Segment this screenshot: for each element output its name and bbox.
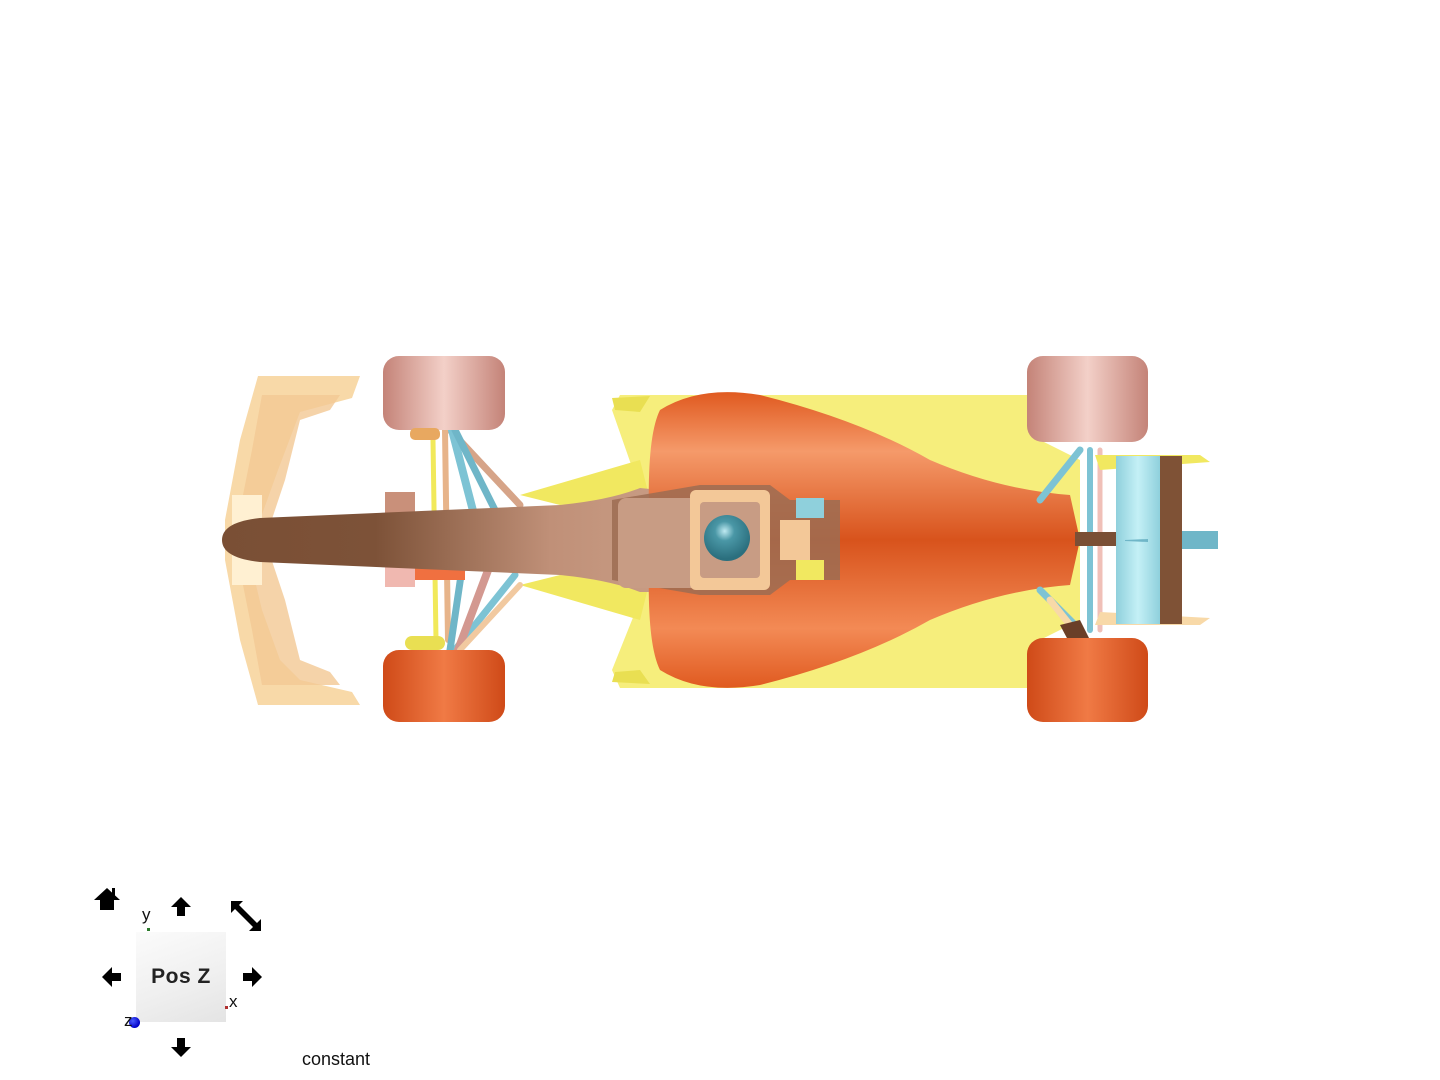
z-axis-label: z [124,1011,133,1030]
rotate-down-button[interactable] [166,1033,196,1063]
wheels [383,356,1148,722]
y-axis-label: y [142,905,151,924]
view-cube-face-label: Pos Z [151,965,211,988]
home-icon [94,888,120,910]
rear-right-wheel [1027,638,1148,722]
rotate-right-button[interactable] [238,962,268,992]
y-axis-marker [147,928,150,931]
view-cube[interactable]: Pos Z [136,932,226,1022]
cockpit [612,485,840,595]
rotate-left-button[interactable] [96,962,126,992]
chassis [222,488,660,592]
front-left-wheel [383,356,505,430]
arrow-down-icon [171,1038,191,1057]
z-axis-marker [129,1017,140,1028]
rear-suspension [1036,446,1120,640]
arrow-left-icon [102,967,121,987]
arrow-up-icon [171,897,191,916]
double-arrow-diagonal-icon [231,901,261,931]
rotate-up-button[interactable] [166,891,196,921]
home-view-button[interactable] [92,884,122,914]
rear-left-wheel [1027,356,1148,442]
engine-cover [648,392,1080,688]
rear-wing [1095,455,1218,625]
front-right-wheel [383,650,505,722]
x-axis-label: x [229,992,238,1011]
roll-view-button[interactable] [228,898,264,934]
x-axis-marker [225,1006,228,1009]
render-mode-label: constant [302,1049,371,1069]
arrow-right-icon [243,967,262,987]
